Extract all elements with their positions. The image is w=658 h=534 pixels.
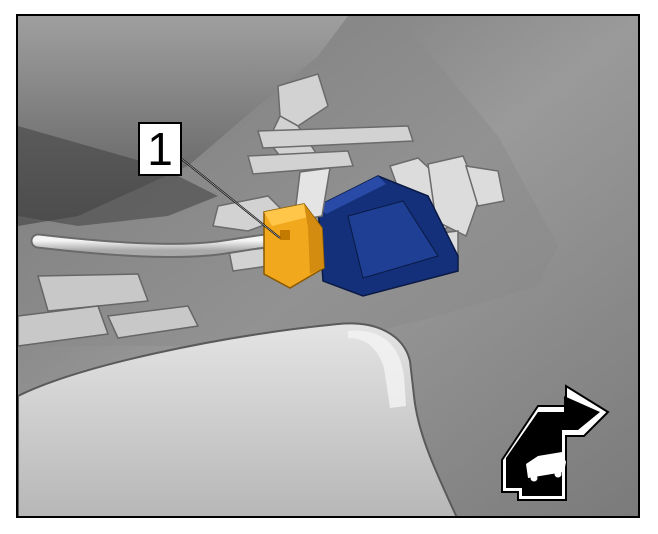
lower-trim-panel: [18, 322, 458, 516]
component-illustration: [18, 16, 638, 516]
lower-bracket: [18, 273, 200, 347]
callout-label-1: 1: [138, 122, 182, 176]
control-unit: [317, 175, 459, 297]
figure-frame: 1: [16, 14, 640, 518]
connector: [263, 203, 325, 289]
direction-of-travel-arrow-icon: [501, 384, 610, 501]
